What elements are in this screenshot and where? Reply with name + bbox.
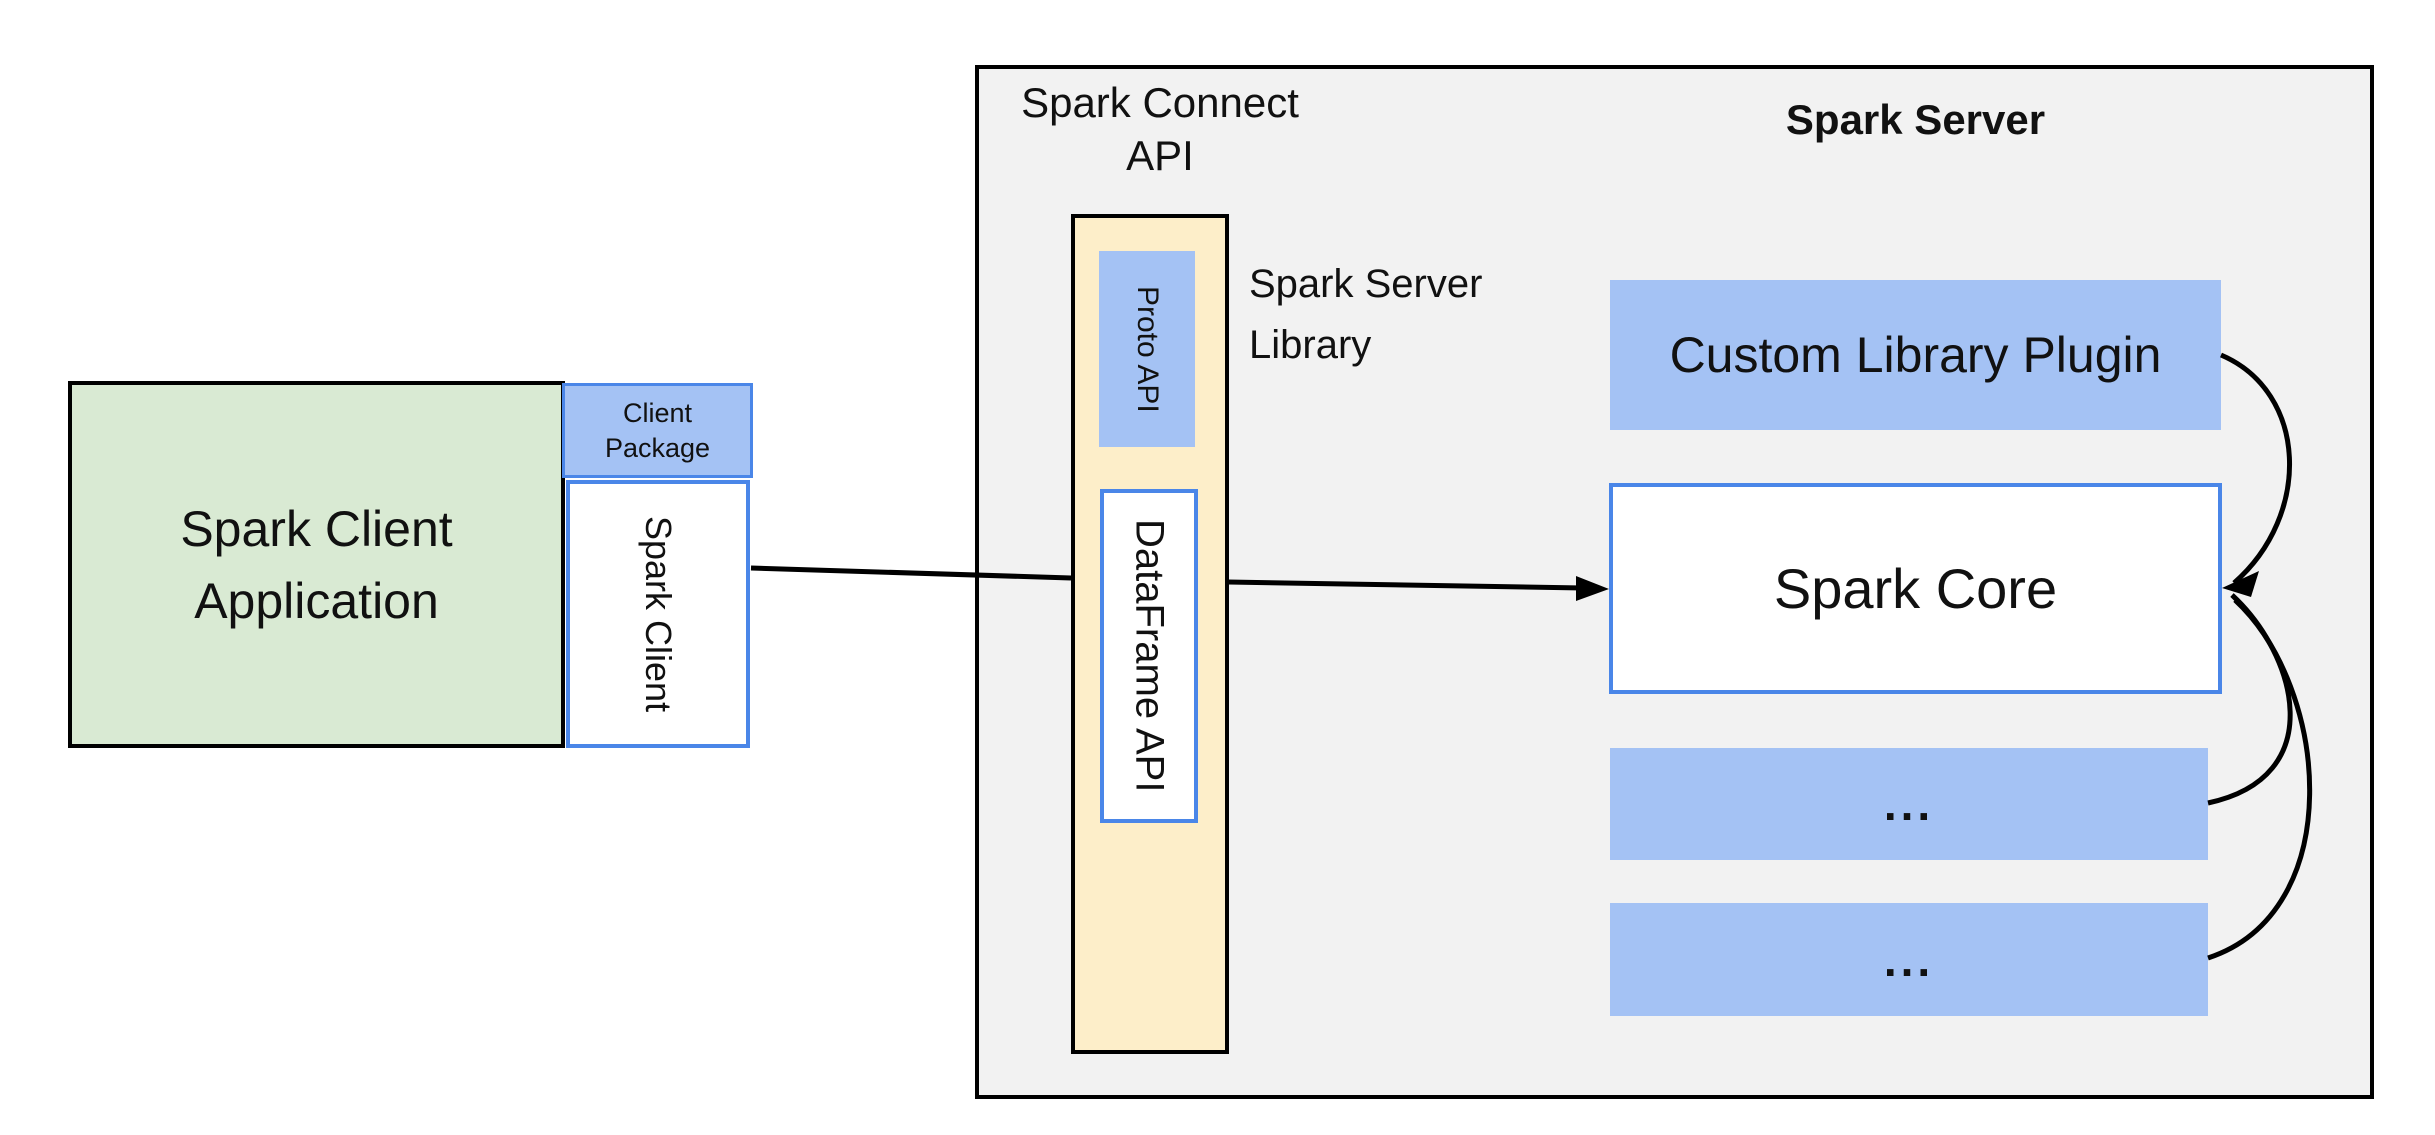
spark-server-library-label: Spark Server Library xyxy=(1249,254,1669,376)
spark-client-label: Spark Client xyxy=(638,515,679,713)
spark-connect-api-label-line2: API xyxy=(1126,132,1194,179)
spark-connect-api-label: Spark Connect API xyxy=(990,76,1330,182)
custom-library-plugin-box: Custom Library Plugin xyxy=(1610,280,2221,430)
ellipsis-box-1-label: ... xyxy=(1883,778,1935,830)
spark-core-box: Spark Core xyxy=(1609,483,2222,694)
client-package-label-line1: Client xyxy=(622,397,692,428)
spark-core-label: Spark Core xyxy=(1773,557,2058,620)
client-package-label-line2: Package xyxy=(604,432,711,463)
spark-server-library-label-line1: Spark Server xyxy=(1249,262,1483,306)
ellipsis-box-1: ... xyxy=(1610,748,2208,860)
dataframe-api-box: DataFrame API xyxy=(1100,489,1198,823)
proto-api-box: Proto API xyxy=(1099,251,1195,447)
dataframe-api-label: DataFrame API xyxy=(1127,519,1172,793)
spark-client-application-label: Spark Client Application xyxy=(180,493,452,637)
custom-library-plugin-label: Custom Library Plugin xyxy=(1669,327,2162,383)
client-package-box: Client Package xyxy=(562,383,753,478)
spark-connect-api-label-line1: Spark Connect xyxy=(1021,79,1299,126)
spark-client-application-label-line2: Application xyxy=(194,572,439,629)
spark-server-library-label-line2: Library xyxy=(1249,323,1372,367)
spark-server-title: Spark Server xyxy=(1785,96,2046,143)
ellipsis-box-2-label: ... xyxy=(1883,933,1935,986)
spark-client-application-box: Spark Client Application xyxy=(68,381,565,748)
spark-client-box: Spark Client xyxy=(566,480,750,748)
ellipsis-box-2: ... xyxy=(1610,903,2208,1016)
spark-client-application-label-line1: Spark Client xyxy=(180,500,453,557)
proto-api-label: Proto API xyxy=(1131,285,1164,413)
client-package-label: Client Package xyxy=(605,396,710,466)
